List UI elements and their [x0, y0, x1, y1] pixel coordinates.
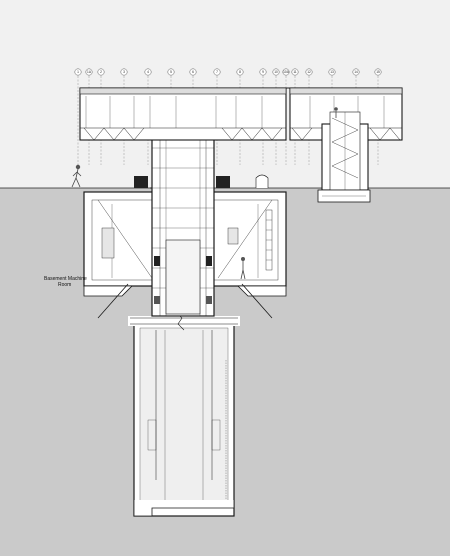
person-figure-stair: [334, 107, 338, 118]
grid-bubble: [352, 68, 360, 76]
person-figure-basement: [240, 257, 246, 280]
grade-entrances: [134, 174, 269, 189]
grid-bubble-label: 13: [330, 70, 334, 74]
grid-bubble-label: 2: [100, 70, 102, 74]
room-label-line-1: Basement Machine: [44, 276, 87, 282]
grid-bubble: [374, 68, 382, 76]
grid-bubble-label: 15: [376, 70, 380, 74]
grid-bubble: [189, 68, 197, 76]
grid-bubble-label: 3: [123, 70, 125, 74]
elevator-shaft: [128, 311, 240, 517]
grid-bubble: [97, 68, 105, 76]
grid-bubble: [305, 68, 313, 76]
room-label-line-2: Room: [58, 282, 72, 288]
grid-bubble-label: 1A: [87, 70, 92, 74]
grid-bubble-label: 7: [216, 70, 218, 74]
upper-bridge: [79, 87, 403, 141]
grid-bubble: [291, 68, 299, 76]
grid-bubble-label: 9: [262, 70, 264, 74]
grid-bubble: [236, 68, 244, 76]
grid-bubble-label: 11: [293, 70, 297, 74]
grid-bubble: [282, 68, 290, 76]
grid-bubble: [144, 68, 152, 76]
grid-bubble-label: 10A: [283, 70, 290, 74]
grid-bubble: [272, 68, 280, 76]
grid-bubble: [328, 68, 336, 76]
grid-bubble-label: 5: [170, 70, 172, 74]
grid-bubble: [85, 68, 93, 76]
grid-bubble: [120, 68, 128, 76]
grid-bubble-label: 4: [147, 70, 149, 74]
person-figure-walking: [71, 164, 82, 188]
grid-bubble-label: 1: [77, 70, 79, 74]
grid-bubble: [213, 68, 221, 76]
grid-bubble-label: 8: [239, 70, 241, 74]
grid-bubble-label: 10: [274, 70, 278, 74]
grid-bubble-label: 14: [354, 70, 358, 74]
grid-bubble-label: 12: [307, 70, 311, 74]
stair-tower: [317, 111, 371, 203]
grid-bubble: [167, 68, 175, 76]
grid-bubble: [259, 68, 267, 76]
basement-machine-room-label: Basement Machine Room: [44, 276, 87, 288]
grid-bubble: [74, 68, 82, 76]
grid-bubble-label: 6: [192, 70, 194, 74]
